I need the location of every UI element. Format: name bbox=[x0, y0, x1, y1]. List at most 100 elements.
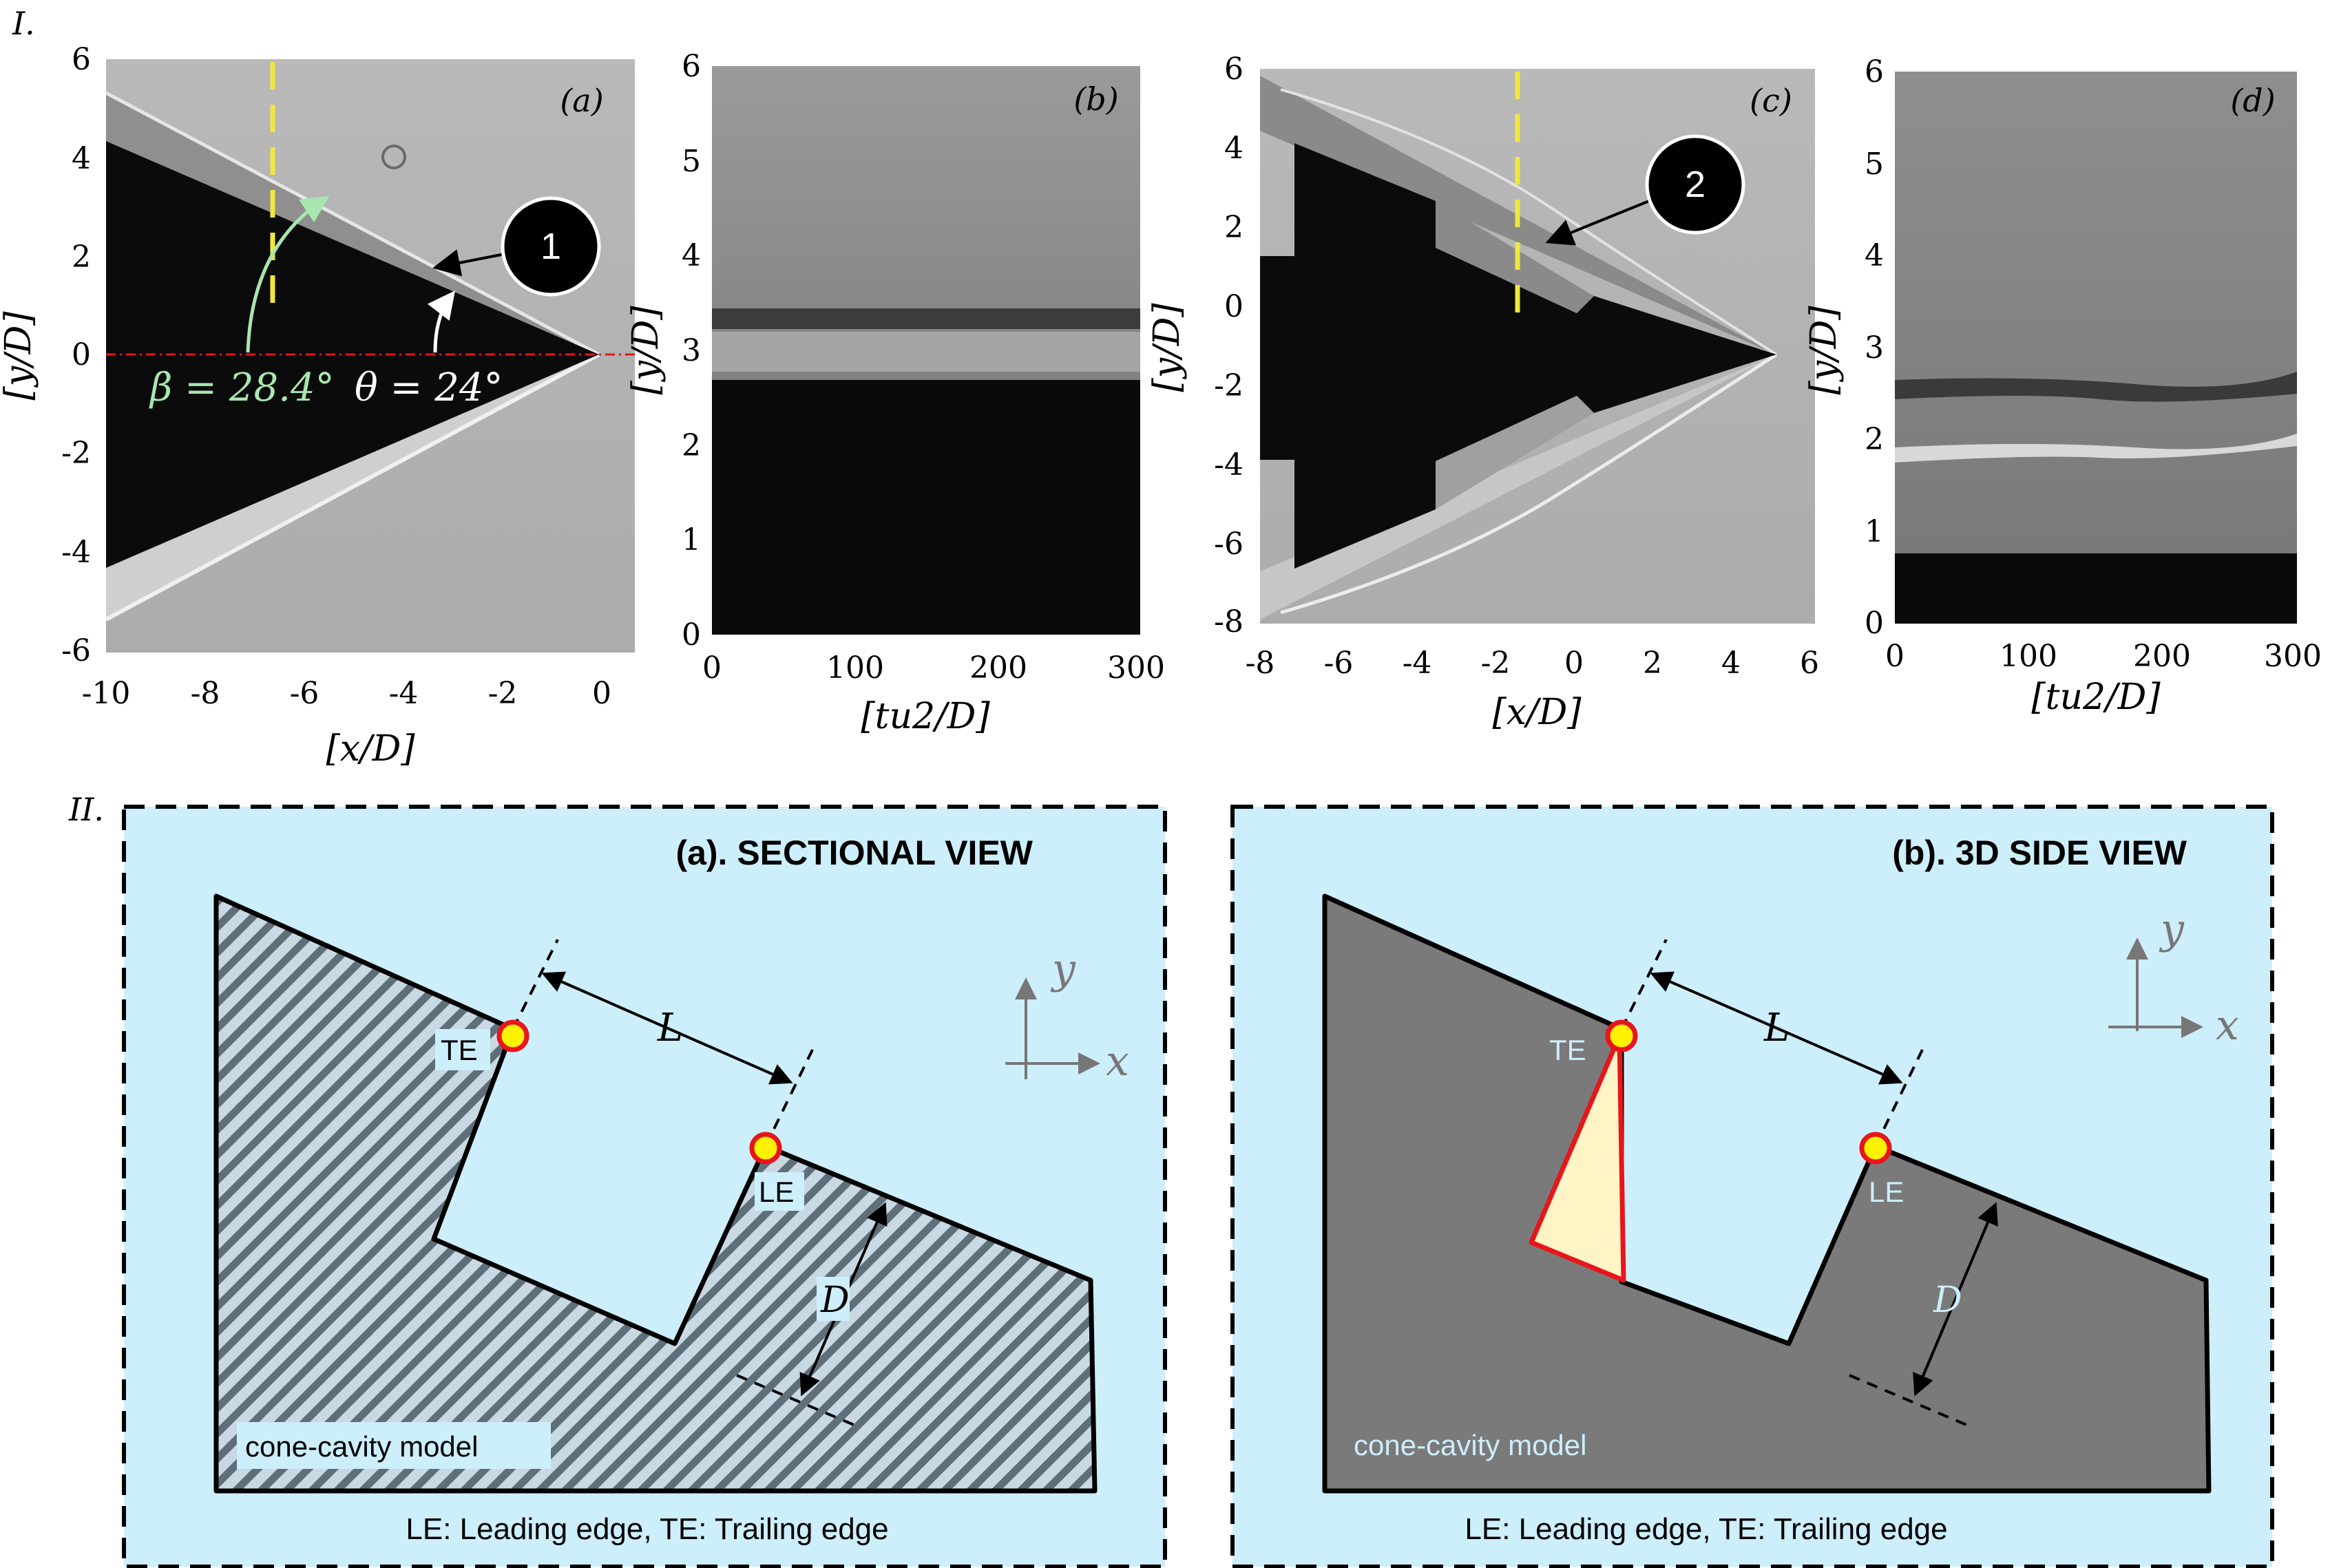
side-ext-D bbox=[1849, 1374, 1967, 1426]
panel-a-particle bbox=[381, 145, 406, 169]
y-tick: -2 bbox=[1214, 368, 1243, 403]
sectional-caption: LE: Leading edge, TE: Trailing edge bbox=[406, 1512, 888, 1546]
side-model-label: cone-cavity model bbox=[1354, 1429, 1586, 1461]
x-tick: 200 bbox=[969, 650, 1027, 686]
panel-a-marker-1-label: 1 bbox=[540, 226, 561, 267]
y-tick: 0 bbox=[72, 337, 91, 372]
panel-d-image bbox=[1895, 72, 2297, 624]
panel-b-xlabel: [tu2/D] bbox=[861, 696, 990, 737]
sectional-ext-te bbox=[512, 939, 559, 1030]
panel-c: 2 (c) 6 4 2 0 -2 -4 -6 -8 -8 -6 -4 -2 0 … bbox=[1146, 52, 1819, 733]
sectional-te-label: TE bbox=[441, 1034, 478, 1066]
panel-b: (b) 6 5 4 3 2 1 0 0 100 200 300 [tu2/D] … bbox=[625, 49, 1165, 737]
panel-c-marker-arrow bbox=[1545, 198, 1653, 246]
side-axis-y-label: y bbox=[2159, 905, 2185, 953]
y-tick: -4 bbox=[61, 535, 91, 570]
panel-a-tag: (a) bbox=[560, 82, 603, 119]
side-label-D: D bbox=[1933, 1280, 1962, 1321]
panel-a-marker-1 bbox=[501, 196, 601, 297]
x-tick: 4 bbox=[1721, 646, 1741, 681]
sectional-label-L: L bbox=[657, 1006, 683, 1050]
y-tick: 1 bbox=[682, 522, 701, 558]
panel-c-ylabel: [y/D] bbox=[1146, 303, 1188, 392]
panel-c-yticks: 6 4 2 0 -2 -4 -6 -8 bbox=[1214, 52, 1243, 639]
sectional-view-title: (a). SECTIONAL VIEW bbox=[675, 834, 1033, 872]
y-tick: 2 bbox=[682, 428, 701, 463]
panel-c-shock-waves-lower bbox=[1280, 352, 1778, 615]
side-te-marker bbox=[1605, 1019, 1638, 1052]
sectional-view: (a). SECTIONAL VIEW L D TE LE y x cone-c… bbox=[122, 805, 1167, 1568]
side-dim-D bbox=[1913, 1202, 1998, 1397]
x-tick: 100 bbox=[2000, 639, 2057, 674]
panel-a-ylabel: [y/D] bbox=[0, 311, 39, 401]
panel-c-cavity-lower bbox=[1436, 396, 1594, 509]
y-tick: 6 bbox=[72, 42, 91, 77]
panel-a-marker-arrow bbox=[432, 249, 509, 277]
sectional-le-marker bbox=[749, 1132, 782, 1165]
panel-d-tag: (d) bbox=[2230, 82, 2275, 119]
y-tick: 0 bbox=[682, 617, 701, 653]
panel-a-theta-label: θ = 24° bbox=[355, 365, 503, 410]
x-tick: -6 bbox=[290, 676, 319, 711]
panel-a-xticks: -10 -8 -6 -4 -2 0 bbox=[82, 676, 611, 711]
y-tick: 6 bbox=[1865, 54, 1884, 89]
panel-b-band-light bbox=[712, 332, 1140, 372]
panel-d-ylabel: [y/D] bbox=[1803, 306, 1845, 395]
panel-a-yticks: 6 4 2 0 -2 -4 -6 bbox=[61, 42, 91, 668]
y-tick: 6 bbox=[682, 49, 701, 84]
y-tick: -8 bbox=[1214, 604, 1243, 639]
side-label-L: L bbox=[1763, 1006, 1790, 1050]
y-tick: 0 bbox=[1865, 606, 1884, 641]
y-tick: -6 bbox=[1214, 527, 1243, 562]
panel-d-band-dark bbox=[1895, 372, 2297, 402]
panel-d-band-light bbox=[1895, 434, 2297, 463]
sectional-model-label: cone-cavity model bbox=[245, 1430, 478, 1463]
y-tick: 6 bbox=[1224, 52, 1243, 87]
sectional-model-label-bg bbox=[237, 1422, 551, 1469]
x-tick: 0 bbox=[1564, 646, 1584, 681]
x-tick: -8 bbox=[191, 676, 220, 711]
panel-c-model bbox=[1260, 143, 1776, 569]
y-tick: 3 bbox=[1865, 330, 1884, 365]
panel-d-yticks: 6 5 4 3 2 1 0 bbox=[1865, 54, 1884, 641]
panel-b-xticks: 0 100 200 300 bbox=[702, 650, 1165, 686]
panel-b-body bbox=[712, 380, 1140, 635]
x-tick: -6 bbox=[1324, 646, 1354, 681]
side-ext-te bbox=[1620, 939, 1668, 1030]
x-tick: 0 bbox=[1885, 639, 1904, 674]
panel-b-band-dark bbox=[712, 308, 1140, 329]
x-tick: 0 bbox=[702, 650, 722, 686]
sectional-label-D-bg bbox=[817, 1277, 850, 1321]
sectional-dim-L bbox=[541, 971, 793, 1085]
x-tick: -8 bbox=[1246, 646, 1275, 681]
panel-c-marker-2-label: 2 bbox=[1685, 164, 1705, 205]
x-tick: -10 bbox=[82, 676, 131, 711]
side-le-label: LE bbox=[1869, 1176, 1904, 1208]
y-tick: 1 bbox=[1865, 514, 1884, 549]
panel-a: β = 28.4° θ = 24° 1 (a) 6 4 2 0 -2 -4 -6… bbox=[0, 42, 635, 770]
side-dim-L bbox=[1650, 971, 1903, 1085]
row-label-II: II. bbox=[68, 791, 104, 828]
panel-c-tag: (c) bbox=[1750, 82, 1792, 119]
y-tick: 5 bbox=[682, 144, 701, 179]
y-tick: -2 bbox=[61, 436, 91, 471]
x-tick: -4 bbox=[1403, 646, 1432, 681]
sectional-ext-D bbox=[736, 1374, 854, 1426]
x-tick: -2 bbox=[1481, 646, 1511, 681]
side-te-label: TE bbox=[1549, 1034, 1586, 1066]
y-tick: -6 bbox=[61, 633, 91, 668]
side-model-triangle bbox=[1529, 1033, 1626, 1283]
sectional-axis-x-label: x bbox=[1106, 1037, 1129, 1085]
panel-d: (d) 6 5 4 3 2 1 0 0 100 200 300 [tu2/D] … bbox=[1803, 54, 2322, 718]
side-view: (b). 3D SIDE VIEW L D TE LE y x cone-cav… bbox=[1230, 805, 2274, 1568]
y-tick: 4 bbox=[72, 141, 91, 176]
x-tick: 100 bbox=[826, 650, 884, 686]
x-tick: 300 bbox=[1107, 650, 1165, 686]
row-label-I: I. bbox=[12, 5, 35, 42]
x-tick: 200 bbox=[2133, 639, 2191, 674]
y-tick: 4 bbox=[1224, 131, 1243, 166]
y-tick: 0 bbox=[1224, 289, 1243, 324]
y-tick: 2 bbox=[72, 240, 91, 275]
x-tick: 0 bbox=[592, 676, 611, 711]
